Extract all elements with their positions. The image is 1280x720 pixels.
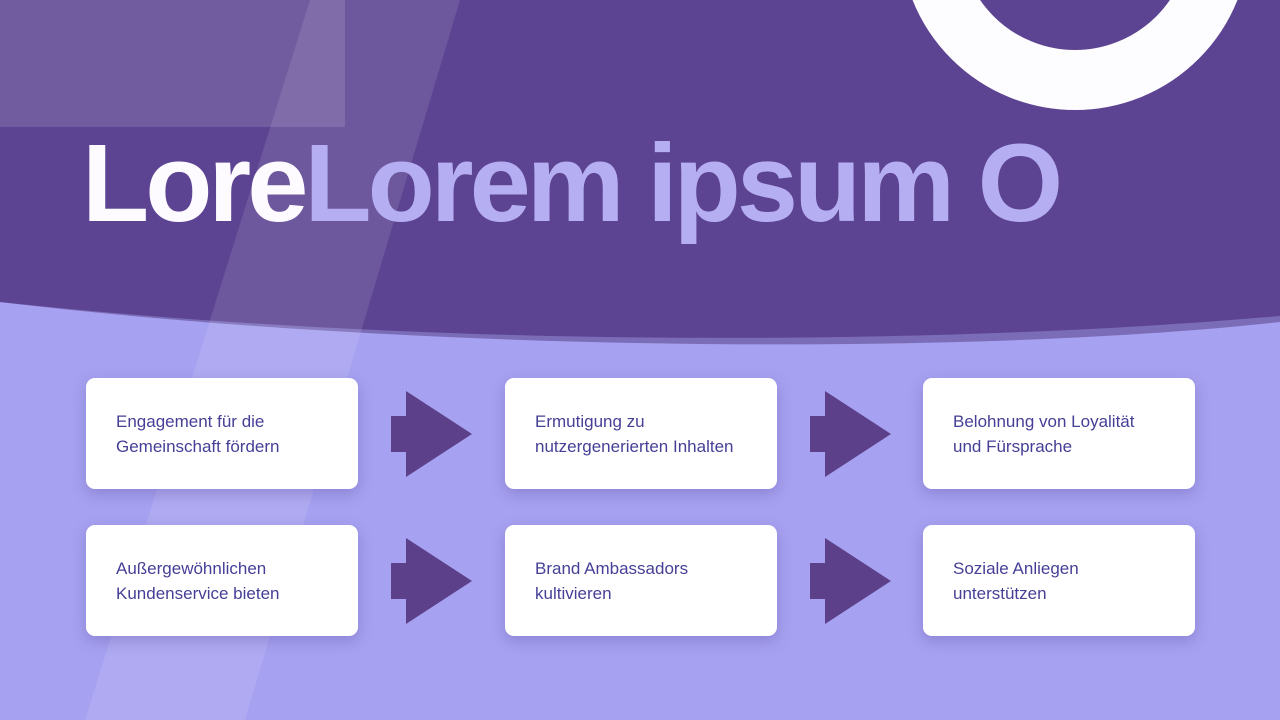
ring-decoration [912, 0, 1238, 110]
step-card-1-text: Engagement für die Gemeinschaft fördern [116, 411, 280, 456]
header-shape [0, 0, 1280, 338]
step-card-3: Belohnung von Loyalität und Fürsprache [923, 378, 1195, 489]
step-card-6-text: Soziale Anliegen unterstützen [953, 558, 1079, 603]
step-card-2-text: Ermutigung zu nutzergenerierten Inhalten [535, 411, 734, 456]
arrow-right-icon [391, 391, 472, 477]
step-card-2: Ermutigung zu nutzergenerierten Inhalten [505, 378, 777, 489]
arrow-right-icon [810, 538, 891, 624]
step-card-6: Soziale Anliegen unterstützen [923, 525, 1195, 636]
step-card-4: Außergewöhnlichen Kundenservice bieten [86, 525, 358, 636]
step-card-5: Brand Ambassadors kultivieren [505, 525, 777, 636]
arrow-right-icon [391, 538, 472, 624]
slide-title: LoreLorem ipsum O [82, 129, 1063, 239]
title-rest-text: Lorem ipsum O [304, 122, 1063, 245]
step-card-5-text: Brand Ambassadors kultivieren [535, 558, 689, 603]
step-card-4-text: Außergewöhnlichen Kundenservice bieten [116, 558, 280, 603]
header-panel-shape [0, 0, 345, 127]
title-highlight-text: Lore [82, 122, 308, 245]
step-card-3-text: Belohnung von Loyalität und Fürsprache [953, 411, 1135, 456]
arrow-right-icon [810, 391, 891, 477]
step-card-1: Engagement für die Gemeinschaft fördern [86, 378, 358, 489]
